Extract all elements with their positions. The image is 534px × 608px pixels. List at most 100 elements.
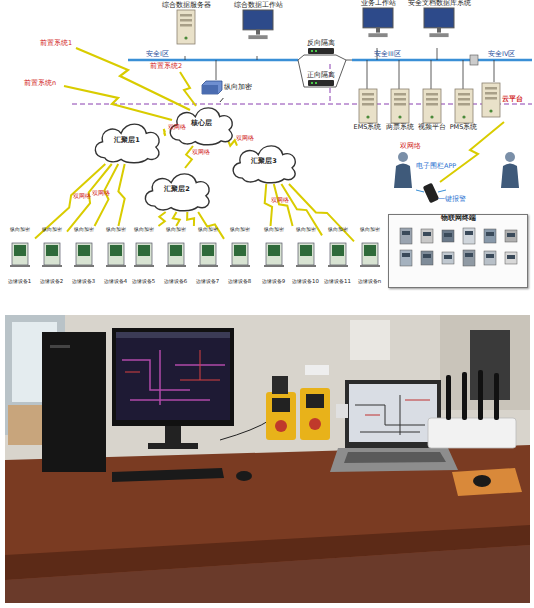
node-label: 业务工作站	[361, 0, 396, 7]
device-icon	[502, 226, 520, 246]
node-label: 边缘设备8	[228, 278, 251, 284]
device-icon	[481, 248, 499, 268]
wire	[494, 60, 495, 82]
serverb-node: PMS系统	[448, 88, 479, 138]
free-label: 双网络	[400, 143, 421, 150]
connector-line	[289, 184, 354, 241]
cloud-node: 核心层	[165, 102, 237, 146]
tower-icon	[453, 88, 475, 124]
node-label: 边缘设备3	[72, 278, 95, 284]
term-icon	[106, 242, 126, 268]
node-label: 综合数据工作站	[234, 2, 283, 9]
tower-icon	[480, 82, 502, 118]
device-icon	[397, 248, 415, 268]
workstation-node: 综合数据工作站	[222, 2, 294, 58]
term-icon	[134, 242, 154, 268]
tower-icon	[175, 9, 197, 45]
edge-label: 双网络	[92, 190, 110, 196]
connector	[173, 212, 180, 226]
node-label: 纵向加密	[230, 226, 250, 232]
edge-label: 双网络	[73, 193, 91, 199]
connector-line	[265, 184, 272, 226]
term-icon	[360, 242, 380, 268]
wireless-bolt	[440, 122, 504, 182]
iso-icon	[307, 47, 335, 55]
node-label: 边缘设备1	[8, 278, 31, 284]
device-icon	[397, 226, 415, 246]
bus-line	[352, 59, 470, 62]
node-label: 纵向加密	[198, 226, 218, 232]
node-label: 纵向加密	[264, 226, 284, 232]
photo	[5, 315, 530, 603]
node-label: PMS系统	[450, 124, 478, 131]
edge-label: 双网络	[168, 124, 186, 130]
connector-line	[173, 212, 180, 226]
node-label: 安全文档数据库系统	[408, 0, 471, 7]
node-label: 纵向加密	[296, 226, 316, 232]
connector-line	[198, 212, 224, 239]
tower-icon	[357, 88, 379, 124]
node-label: 边缘设备n	[358, 278, 381, 284]
device-icon	[502, 248, 520, 268]
node-label: 纵向加密	[224, 84, 252, 91]
tower-icon	[421, 88, 443, 124]
wire	[399, 60, 400, 90]
term-icon	[198, 242, 218, 268]
node-label: 综合数据服务器	[162, 2, 211, 9]
node-label: 纵向加密	[74, 226, 94, 232]
edge-device: 纵向加密边缘设备3	[68, 226, 99, 284]
tower-icon	[389, 88, 411, 124]
node-label: 纵向加密	[166, 226, 186, 232]
node-label: 汇聚层1	[114, 137, 140, 144]
connector	[281, 184, 322, 235]
node-label: 边缘设备4	[104, 278, 127, 284]
node-label: 纵向加密	[134, 226, 154, 232]
edge-device: 纵向加密边缘设备7	[192, 226, 223, 284]
bus-line	[478, 59, 532, 62]
node-label: 边缘设备2	[40, 278, 63, 284]
term-icon	[264, 242, 284, 268]
node-label: 边缘设备10	[292, 278, 319, 284]
connector-line	[187, 212, 194, 226]
device-icon	[460, 226, 478, 246]
workstation-node: 业务工作站	[352, 0, 404, 48]
node-label: 物联网终端	[441, 215, 476, 222]
isolation-symbol	[470, 55, 478, 65]
free-label: 一键报警	[438, 196, 466, 203]
wire	[431, 60, 432, 90]
device-icon	[439, 248, 457, 268]
edge-device: 纵向加密边缘设备5	[128, 226, 159, 284]
connector-line	[281, 184, 322, 235]
wire	[298, 55, 352, 60]
serverb-node: 两票系统	[384, 88, 415, 138]
term-icon	[166, 242, 186, 268]
enc-icon	[200, 80, 224, 96]
edge-device: 纵向加密边缘设备11	[322, 226, 353, 284]
connector-line	[158, 212, 165, 226]
cloudplat-node: 云平台	[480, 80, 532, 120]
edge-device: 纵向加密边缘设备6	[160, 226, 191, 284]
device-icon	[418, 248, 436, 268]
iso-icon	[307, 79, 335, 87]
free-label: 前置系统2	[150, 63, 182, 70]
iso-node: 反向隔离	[298, 40, 344, 60]
edge-label: 双网络	[192, 149, 210, 155]
edge-device: 纵向加密边缘设备9	[258, 226, 289, 284]
edge-device: 纵向加密边缘设备n	[354, 226, 385, 284]
cloud-node: 汇聚层2	[140, 168, 214, 212]
node-label: 边缘设备6	[164, 278, 187, 284]
wire	[463, 60, 464, 90]
edge-label: 双网络	[271, 197, 289, 203]
node-label: 汇聚层3	[251, 158, 277, 165]
edge-label: 双网络	[236, 135, 254, 141]
wire	[367, 60, 368, 90]
connector-line	[220, 98, 223, 102]
node-label: EMS系统	[354, 124, 382, 131]
device-icon	[481, 226, 499, 246]
edge-device: 纵向加密边缘设备10	[290, 226, 321, 284]
monitor-icon	[423, 7, 455, 39]
term-icon	[74, 242, 94, 268]
connector	[274, 184, 293, 226]
